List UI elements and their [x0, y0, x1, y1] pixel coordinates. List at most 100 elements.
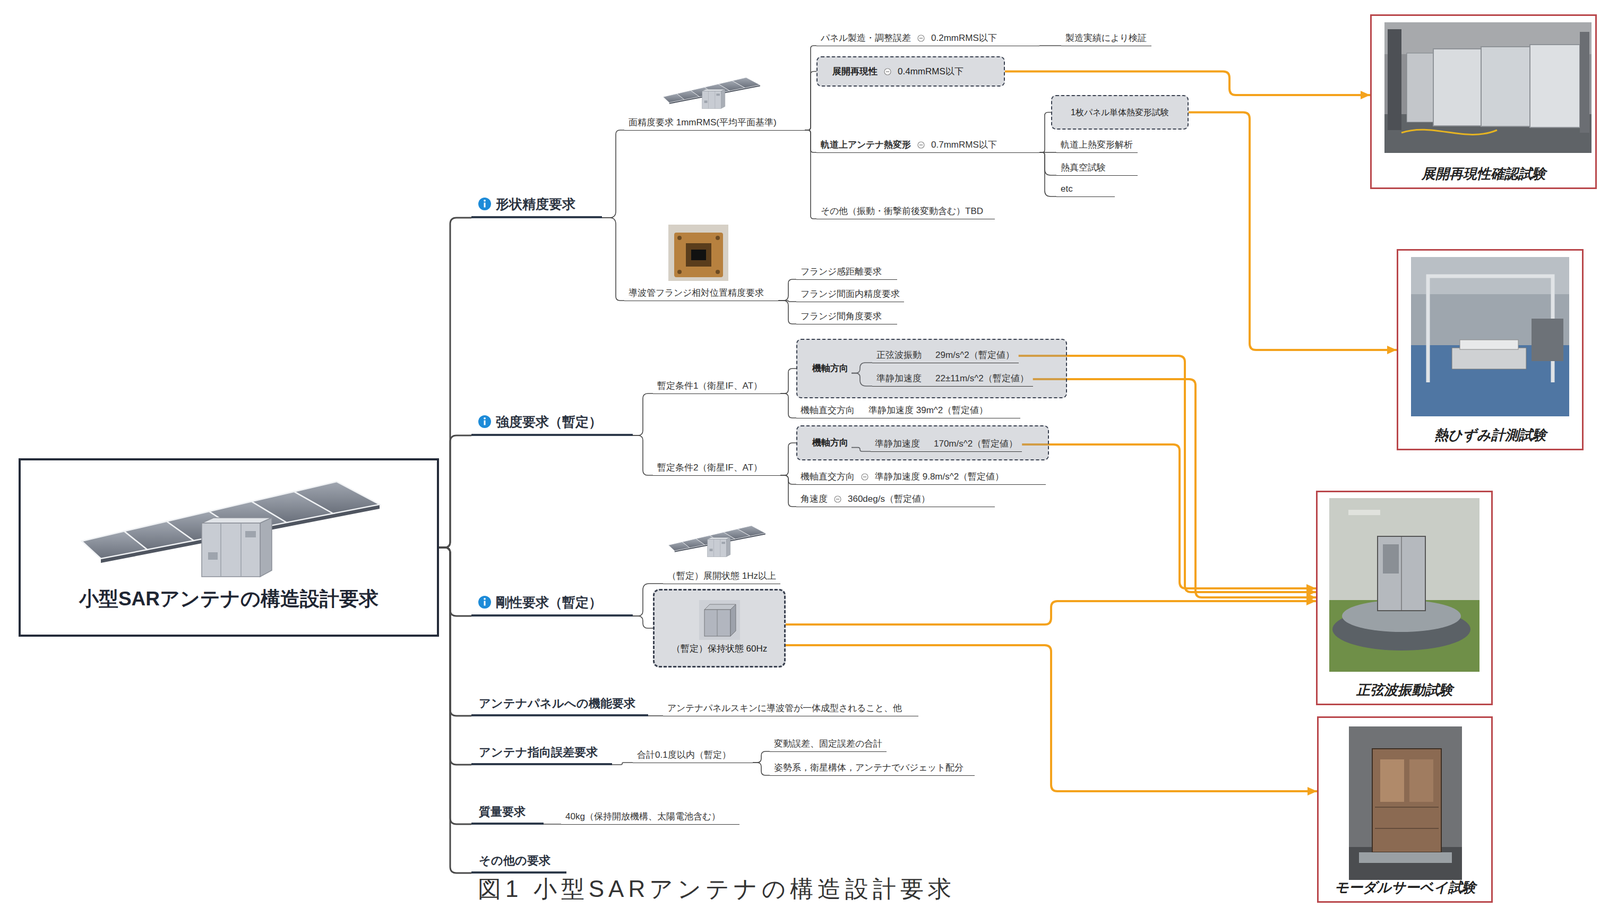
topic: 面精度要求 1mmRMS(平均平面基準) [624, 115, 805, 131]
info-icon-disc [478, 595, 492, 609]
label-text: 角速度 [800, 493, 828, 505]
label-text: 22±11m/s^2（暫定値） [935, 372, 1029, 384]
branch-line [752, 751, 770, 763]
branch-line [632, 393, 653, 436]
branch-line [1039, 152, 1057, 176]
collapse-icon-ring [834, 495, 841, 503]
branch-line [1039, 152, 1057, 197]
label-text: フランジ間角度要求 [800, 310, 882, 322]
test-link-arrow [1021, 444, 1316, 589]
branch-line [780, 393, 797, 418]
deploy-test-photo [1406, 53, 1434, 123]
vibration-test-photo [1401, 536, 1402, 611]
flange-photo [691, 249, 707, 261]
topic: （暫定）展開状態 1Hz以上 [663, 569, 781, 584]
test-link-arrow [1188, 112, 1397, 351]
vibration-test-photo [1348, 509, 1381, 515]
main-topic: 強度要求（暫定） [471, 412, 633, 436]
label-text: 0.4mmRMS以下 [897, 65, 964, 77]
label-text: 展開再現性 [832, 65, 878, 77]
branch-line [1039, 45, 1062, 47]
thermal-test-photo [1459, 339, 1519, 350]
flange-photo [715, 269, 720, 274]
collapse-icon-bar [836, 499, 840, 500]
label-text: 準静加速度 39m^2（暫定値） [868, 404, 988, 416]
topic: フランジ間角度要求 [796, 309, 898, 325]
info-icon [477, 196, 492, 211]
modal-test-photo [1348, 726, 1462, 880]
deploy-test-photo [1401, 129, 1498, 135]
collapse-icon [833, 495, 842, 503]
label-text: アンテナパネルスキンに導波管が一体成型されること、他 [667, 702, 902, 714]
topic: 暫定条件2（衛星IF、AT） [652, 460, 781, 476]
info-icon-disc [478, 415, 492, 428]
modal-test-photo [1374, 806, 1439, 829]
thermal-test-photo [1411, 256, 1570, 417]
info-icon-stem [484, 202, 486, 208]
branch-line [780, 442, 797, 476]
collapse-icon-ring [917, 35, 925, 42]
deploy-test-photo [1529, 44, 1580, 128]
modal-test-photo [1409, 759, 1434, 802]
dashed-group: 機軸方向準静加速度170m/s^2（暫定値） [796, 425, 1049, 461]
vibration-test-photo [1329, 497, 1480, 672]
info-icon-disc [478, 197, 492, 211]
topic: 角速度360deg/s（暫定値） [796, 492, 995, 507]
branch-line [778, 300, 797, 324]
branch-line [778, 279, 797, 301]
test-link-arrow [785, 600, 1316, 625]
branch-line [804, 45, 817, 131]
collapse-icon-ring [861, 473, 868, 480]
collapse-icon-bar [885, 71, 890, 72]
test-link-arrow [1033, 379, 1316, 598]
satellite-icon [668, 525, 766, 557]
branch-line [439, 217, 472, 548]
main-topic: アンテナパネルへの機能要求 [471, 694, 649, 717]
modal-test-photo [1372, 748, 1442, 853]
branch-line [780, 368, 797, 394]
label-text: 変動誤差、固定誤差の合計 [773, 737, 883, 750]
label-text: 剛性要求（暫定） [495, 594, 602, 611]
branch-line [439, 547, 472, 616]
branch-line [601, 130, 625, 218]
dashed-group: 1枚パネル単体熱変形試験 [1051, 95, 1189, 130]
topic: 機軸直交方向準静加速度 39m^2（暫定値） [796, 403, 1021, 419]
info-icon [477, 595, 492, 609]
label-text: （暫定）保持状態 60Hz [671, 642, 768, 655]
deploy-test-photo [1433, 48, 1482, 126]
label-text: 熱真空試験 [1060, 161, 1106, 174]
branch-line [804, 71, 817, 131]
label-text: etc [1060, 183, 1073, 195]
topic: 正弦波振動29m/s^2（暫定値） [872, 348, 1019, 364]
label-text: モーダルサーベイ試験 [1334, 878, 1476, 897]
branch-line [632, 435, 653, 476]
collapse-icon [917, 141, 925, 149]
topic: 40kg（保持開放機構、太陽電池含む） [561, 809, 740, 825]
flange-photo [715, 235, 720, 240]
label-text: 40kg（保持開放機構、太陽電池含む） [565, 810, 721, 822]
flange-photo [668, 224, 729, 281]
info-icon-dot [483, 597, 486, 600]
test-link-arrow [1004, 71, 1371, 96]
branch-line [752, 762, 770, 776]
label-text: 準静加速度 9.8m/s^2（暫定値） [874, 470, 1004, 483]
topic: パネル製造・調整誤差0.2mmRMS以下 [816, 31, 1040, 47]
label-text: 熱ひずみ計測試験 [1434, 426, 1547, 444]
test-photo-box: 熱ひずみ計測試験 [1396, 248, 1584, 451]
topic: 軌道上熱変形解析 [1056, 138, 1138, 153]
modal-test-photo [1348, 726, 1462, 880]
label-text: （暫定）展開状態 1Hz以上 [667, 570, 777, 582]
label-text: 正弦波振動試験 [1356, 681, 1453, 699]
main-topic: アンテナ指向誤差要求 [471, 743, 613, 766]
label-text: 準静加速度 [876, 372, 922, 384]
label-text: 0.2mmRMS以下 [931, 32, 997, 44]
topic: 変動誤差、固定誤差の合計 [769, 736, 887, 752]
topic: 熱真空試験 [1056, 160, 1138, 176]
branch-line [1039, 112, 1052, 153]
label-text: 正弦波振動 [876, 349, 922, 361]
info-icon-dot [483, 417, 486, 420]
info-icon-stem [484, 600, 486, 606]
deploy-test-photo [1481, 46, 1530, 127]
modal-test-photo [1358, 852, 1452, 863]
